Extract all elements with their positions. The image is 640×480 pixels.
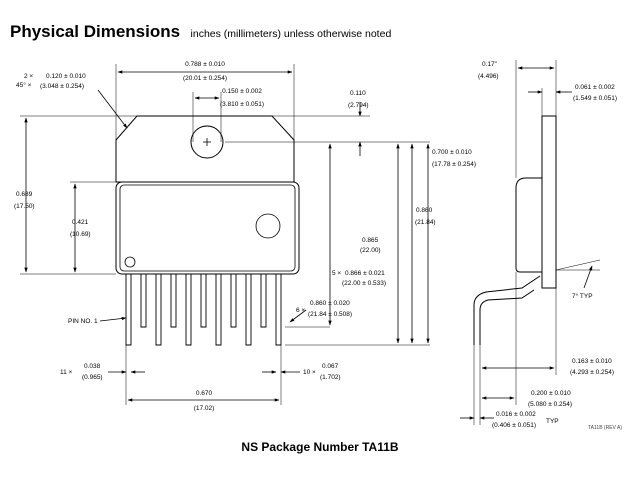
label-row2-mult: 6 × (296, 307, 305, 314)
label-lead-len-in: 0.865 (362, 237, 379, 244)
lead-4 (170, 274, 177, 328)
side-body (515, 177, 543, 273)
label-angle: 7° TYP (572, 292, 593, 300)
label-lead-thick-mm: (0.406 ± 0.051) (492, 422, 536, 429)
side-tab (541, 115, 557, 289)
label-tab-hole-mm: (2.794) (348, 102, 369, 109)
label-side-thick-mm: (4.496) (478, 73, 499, 80)
label-foot-mm: (5.080 ± 0.254) (528, 401, 572, 408)
lead-1 (125, 274, 132, 346)
label-offset-mm: (4.293 ± 0.254) (570, 369, 614, 376)
side-view (460, 60, 601, 425)
label-chamfer-count: 2 × (24, 73, 33, 80)
leader-chamfer (97, 89, 128, 129)
label-tab-thick-in: 0.061 ± 0.002 (575, 84, 615, 91)
label-chamfer-mm: (3.048 ± 0.254) (40, 83, 84, 90)
page-title: Physical Dimensions inches (millimeters)… (10, 22, 391, 42)
leader-angle (583, 265, 593, 289)
label-pitch-in: 0.067 (322, 363, 339, 370)
label-row-in: 0.866 ± 0.021 (345, 270, 385, 277)
label-chamfer-angle: 45° × (16, 81, 32, 89)
label-row2-in: 0.860 ± 0.020 (310, 300, 350, 307)
lead-3 (155, 274, 162, 346)
label-lead-width-mult: 11 × (60, 369, 73, 376)
label-pin1: PIN NO. 1 (68, 318, 98, 325)
side-lead (473, 275, 541, 345)
ejector-mark-small (124, 256, 136, 268)
label-span-in: 0.670 (196, 390, 213, 397)
label-row-mm: (22.00 ± 0.533) (342, 280, 386, 287)
side-extension-lines (473, 60, 601, 425)
lead-8 (230, 274, 237, 328)
label-lead-width-in: 0.038 (84, 363, 101, 370)
lead-10 (260, 274, 267, 328)
revision-label: TA11B (REV A) (588, 425, 622, 431)
label-body-height-mm: (10.69) (70, 231, 91, 238)
lead-2 (140, 274, 147, 328)
label-body-height-in: 0.421 (72, 219, 89, 226)
label-row2-mm: (21.84 ± 0.508) (308, 311, 352, 318)
label-tab-thick-mm: (1.549 ± 0.051) (573, 95, 617, 102)
label-pitch-mult: 10 × (303, 369, 316, 376)
lead-9 (245, 274, 252, 346)
label-stand-in: 0.700 ± 0.010 (432, 149, 472, 156)
label-offset-in: 0.163 ± 0.010 (572, 358, 612, 365)
label-lead-len-mm: (22.00) (360, 247, 381, 254)
label-foot-in: 0.200 ± 0.010 (531, 390, 571, 397)
label-tab-hole-in: 0.110 (350, 90, 366, 97)
label-chamfer-in: 0.120 ± 0.010 (46, 73, 86, 80)
label-row-mult: 5 × (332, 270, 341, 277)
label-body-width-mm: (20.01 ± 0.254) (183, 75, 227, 82)
label-lead-thick-in: 0.016 ± 0.002 (496, 411, 536, 418)
ejector-mark-large (255, 213, 281, 239)
lead-11 (275, 274, 282, 346)
label-hole-dia-mm: (3.810 ± 0.051) (220, 101, 264, 108)
leader-pin1 (99, 316, 127, 322)
label-stand-mm: (17.78 ± 0.254) (432, 161, 476, 168)
label-pitch-mm: (1.702) (320, 374, 341, 381)
lead-6 (200, 274, 207, 328)
lead-7 (215, 274, 222, 346)
label-lead-short-mm: (21.84) (415, 219, 436, 226)
lead-5 (185, 274, 192, 346)
label-height-in: 0.689 (16, 191, 33, 198)
label-typ: TYP (546, 418, 559, 425)
label-side-thick-in: 0.17" (482, 61, 498, 68)
label-lead-short-in: 0.860 (416, 207, 433, 214)
package-body (115, 181, 300, 275)
title-subtitle: inches (millimeters) unless otherwise no… (190, 28, 392, 40)
package-number: NS Package Number TA11B (241, 440, 399, 454)
package-body-inner (119, 184, 296, 272)
mounting-hole (190, 125, 224, 159)
label-hole-dia-in: 0.150 ± 0.002 (222, 88, 262, 95)
lead-group (125, 274, 282, 346)
label-height-mm: (17.50) (14, 203, 35, 210)
label-span-mm: (17.02) (194, 405, 215, 412)
label-lead-width-mm: (0.965) (82, 374, 103, 381)
label-body-width-in: 0.788 ± 0.010 (185, 61, 225, 68)
front-view (20, 64, 430, 405)
title-main: Physical Dimensions (10, 22, 181, 41)
leader-row2 (289, 309, 307, 323)
